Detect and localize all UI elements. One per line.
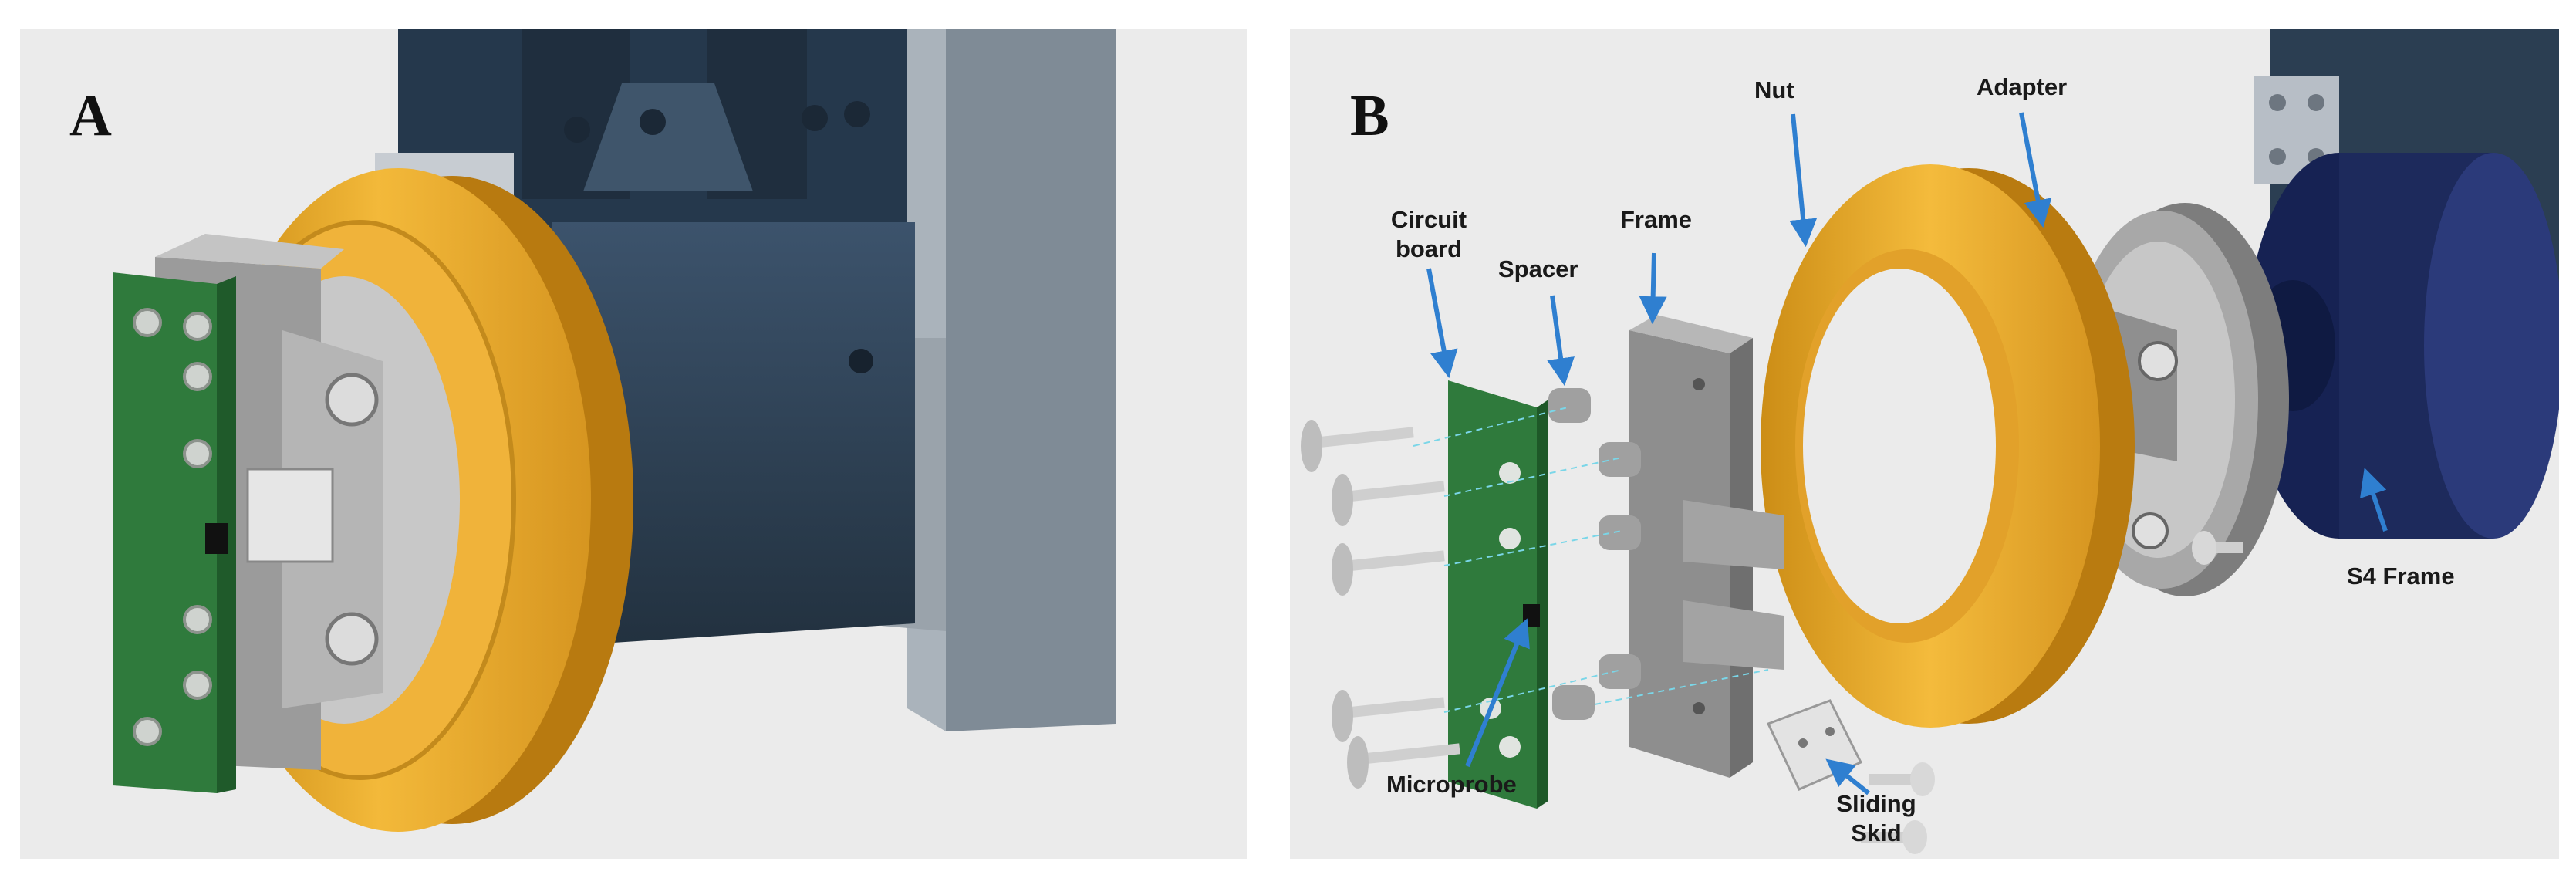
label-frame: Frame [1620, 206, 1693, 233]
s4-frame [2247, 29, 2559, 539]
label-spacer: Spacer [1498, 255, 1578, 282]
panel-b: B Circuit board Spacer Frame Nut Adapter… [1290, 29, 2559, 859]
label-adapter: Adapter [1977, 73, 2068, 100]
callout-arrows [1426, 112, 2388, 795]
frame-part [1629, 315, 1784, 778]
arrow-sliding-skid [1825, 758, 1870, 795]
panel-letter-b: B [1350, 83, 1389, 148]
panel-letter-a: A [69, 83, 112, 148]
panel-b-illustration [1290, 29, 2559, 859]
screws-left [1301, 420, 1460, 789]
arrow-s4-frame [2360, 468, 2388, 532]
screws-bottom [1861, 531, 2243, 854]
alignment-lines [1413, 407, 1769, 713]
panel-a-illustration [20, 29, 1247, 859]
panel-a: A [20, 29, 1247, 859]
arrow-frame [1639, 252, 1667, 325]
arrow-microprobe [1465, 618, 1530, 768]
label-microprobe: Microprobe [1386, 771, 1517, 798]
label-nut: Nut [1754, 76, 1794, 103]
arrow-circuit-board [1426, 268, 1458, 379]
circuit-board [113, 272, 236, 793]
circuit-board [1448, 380, 1548, 809]
label-sliding-skid: Sliding Skid [1836, 790, 1916, 846]
nut [1761, 164, 2135, 728]
label-circuit-board: Circuit board [1390, 206, 1467, 262]
arrow-spacer [1547, 295, 1575, 387]
arrow-adapter [2019, 112, 2052, 228]
arrow-nut [1789, 113, 1818, 248]
spacers [1548, 388, 1641, 720]
label-s4-frame: S4 Frame [2347, 562, 2455, 589]
